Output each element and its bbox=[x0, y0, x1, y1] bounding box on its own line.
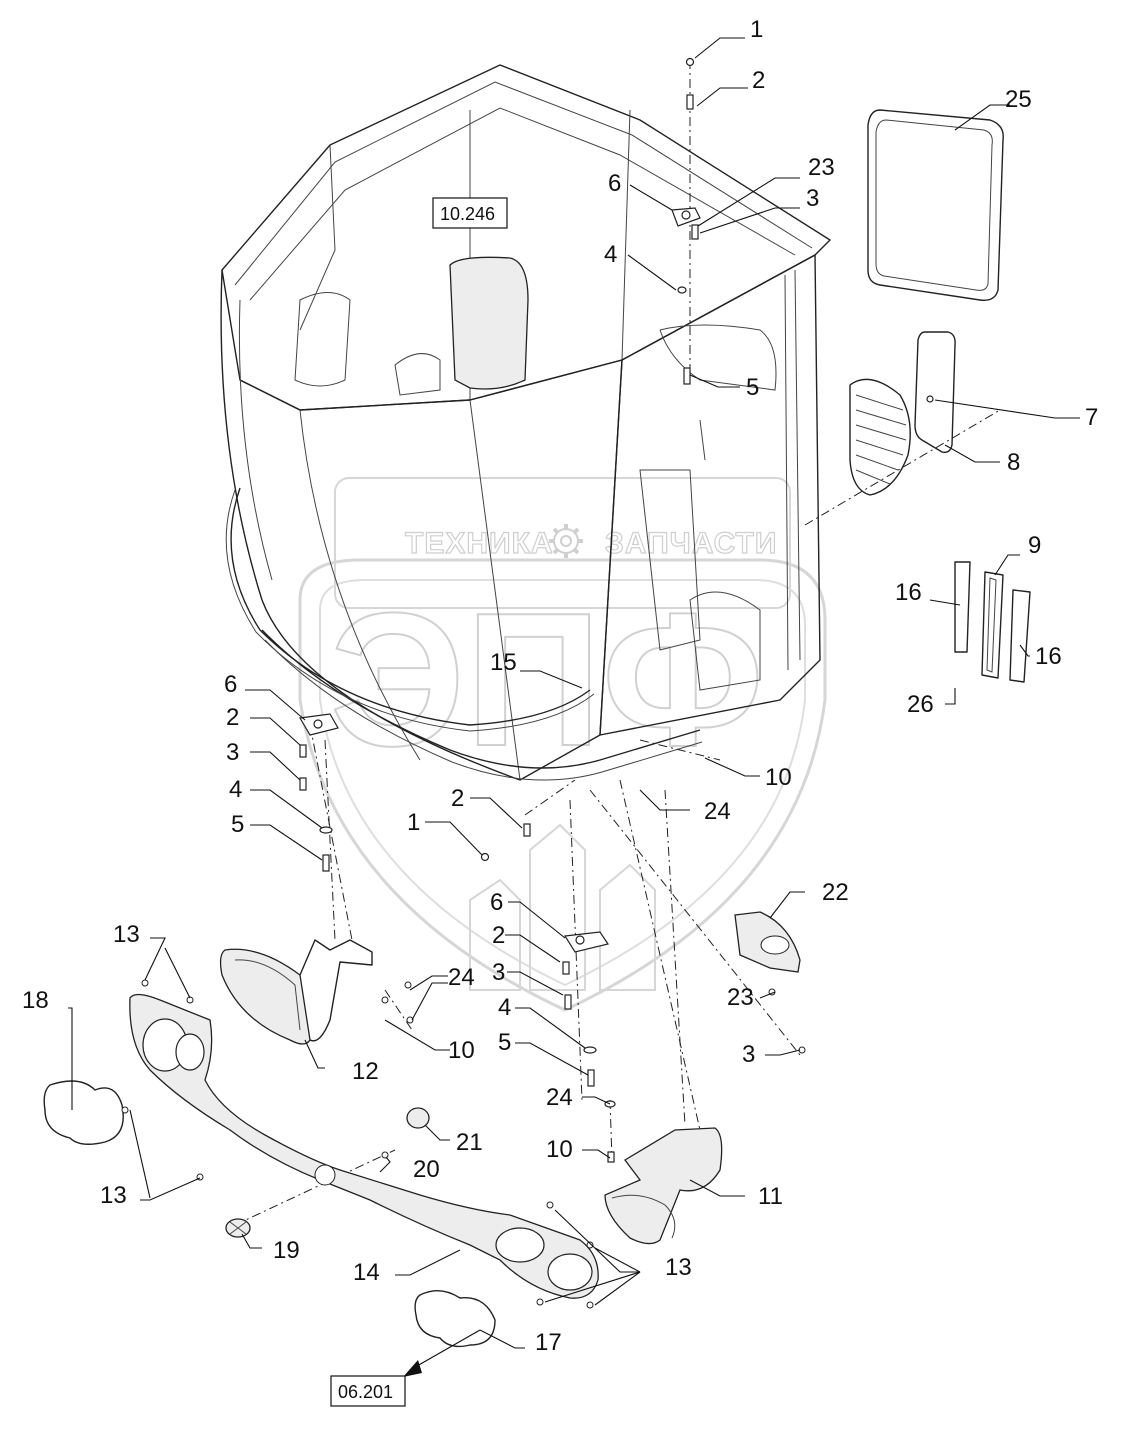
cab-front-wall bbox=[220, 269, 623, 781]
callout-23-right: 23 bbox=[727, 984, 754, 1011]
callout-6-left: 6 bbox=[224, 671, 237, 698]
callout-6-center: 6 bbox=[490, 889, 503, 916]
side-window-seal bbox=[914, 331, 956, 454]
callout-13-a: 13 bbox=[113, 921, 140, 948]
callout-7: 7 bbox=[1085, 404, 1098, 431]
callout-2-center-b: 2 bbox=[492, 922, 505, 949]
lens-right bbox=[414, 1290, 496, 1348]
callout-19: 19 bbox=[273, 1237, 300, 1264]
cab-floor-edge bbox=[261, 629, 701, 769]
left-bracket bbox=[299, 939, 373, 1042]
rear-window-seal bbox=[867, 109, 1004, 301]
watermark-frame bbox=[334, 477, 791, 609]
watermark: ТЕХНИКА ЗАПЧАСТИ ЭПФ bbox=[298, 477, 827, 1012]
callout-5-left: 5 bbox=[231, 811, 244, 838]
callout-12: 12 bbox=[352, 1058, 379, 1085]
callout-16-left: 16 bbox=[895, 579, 922, 606]
watermark-logo: ЭПФ bbox=[330, 574, 764, 786]
callout-10-center: 10 bbox=[546, 1136, 573, 1163]
callout-9: 9 bbox=[1028, 532, 1041, 559]
callout-20: 20 bbox=[413, 1156, 440, 1183]
callout-3-right: 3 bbox=[742, 1041, 755, 1068]
callout-24-mid: 24 bbox=[704, 798, 731, 825]
callout-26: 26 bbox=[907, 691, 934, 718]
callout-3-top: 3 bbox=[806, 185, 819, 212]
fasteners-center bbox=[480, 823, 616, 1163]
callout-2-top: 2 bbox=[752, 67, 765, 94]
callout-4-center: 4 bbox=[498, 994, 511, 1021]
windshield-seal-strip bbox=[230, 487, 591, 726]
callout-14: 14 bbox=[353, 1259, 380, 1286]
reference-arrow bbox=[409, 1329, 481, 1371]
right-light-housing bbox=[604, 1127, 723, 1245]
callout-25: 25 bbox=[1005, 86, 1032, 113]
ref-box-nav[interactable]: 06.201 bbox=[330, 1375, 406, 1407]
cab-seat bbox=[449, 256, 529, 390]
ref-label-cab: 10.246 bbox=[440, 204, 495, 224]
callout-24-center: 24 bbox=[546, 1084, 573, 1111]
callout-6-top: 6 bbox=[608, 170, 621, 197]
vent-grille bbox=[849, 378, 911, 496]
callout-3-center: 3 bbox=[492, 959, 505, 986]
callout-8: 8 bbox=[1007, 449, 1020, 476]
callout-2-center: 2 bbox=[451, 785, 464, 812]
callout-11: 11 bbox=[758, 1183, 783, 1210]
trim-strip-right bbox=[1009, 589, 1031, 683]
callout-1-top: 1 bbox=[750, 16, 763, 43]
callout-4-left: 4 bbox=[229, 776, 242, 803]
callout-5-top: 5 bbox=[746, 374, 759, 401]
cab-body bbox=[220, 64, 831, 781]
fasteners-left bbox=[299, 713, 339, 872]
callout-22: 22 bbox=[822, 879, 849, 906]
lens-left bbox=[43, 1080, 124, 1145]
callout-24-left: 24 bbox=[448, 964, 475, 991]
callout-23-top: 23 bbox=[808, 154, 835, 181]
cab-right-wall bbox=[599, 254, 821, 736]
callout-18: 18 bbox=[22, 987, 49, 1014]
left-light-housing bbox=[219, 948, 311, 1045]
watermark-shield bbox=[298, 558, 827, 1012]
cap-round bbox=[406, 1107, 430, 1129]
callout-16-right: 16 bbox=[1035, 643, 1062, 670]
watermark-columns bbox=[469, 823, 656, 991]
callout-2-left: 2 bbox=[226, 704, 239, 731]
leader-lines bbox=[68, 37, 1080, 1349]
callout-10-left: 10 bbox=[448, 1037, 475, 1064]
callout-13-c: 13 bbox=[665, 1254, 692, 1281]
ref-box-cab[interactable]: 10.246 bbox=[432, 197, 508, 229]
callout-15: 15 bbox=[490, 649, 517, 676]
ref-label-nav: 06.201 bbox=[338, 1382, 393, 1402]
callout-4-top: 4 bbox=[604, 241, 617, 268]
callout-10-mid: 10 bbox=[765, 764, 792, 791]
callout-labels: 1 2 25 23 3 6 4 5 7 8 9 16 16 26 15 10 2… bbox=[22, 16, 1098, 1356]
fasteners-top bbox=[671, 57, 934, 403]
trim-strip-left bbox=[954, 561, 971, 653]
trim-strip-center bbox=[981, 571, 1004, 679]
gear-icon bbox=[549, 524, 583, 558]
watermark-text-left: ТЕХНИКА bbox=[405, 527, 554, 560]
callout-17: 17 bbox=[535, 1329, 562, 1356]
watermark-text-right: ЗАПЧАСТИ bbox=[605, 527, 777, 560]
callout-3-left: 3 bbox=[226, 739, 239, 766]
callout-13-b: 13 bbox=[100, 1182, 127, 1209]
callout-5-center: 5 bbox=[498, 1029, 511, 1056]
callout-1-center: 1 bbox=[407, 809, 420, 836]
callout-21: 21 bbox=[456, 1129, 483, 1156]
